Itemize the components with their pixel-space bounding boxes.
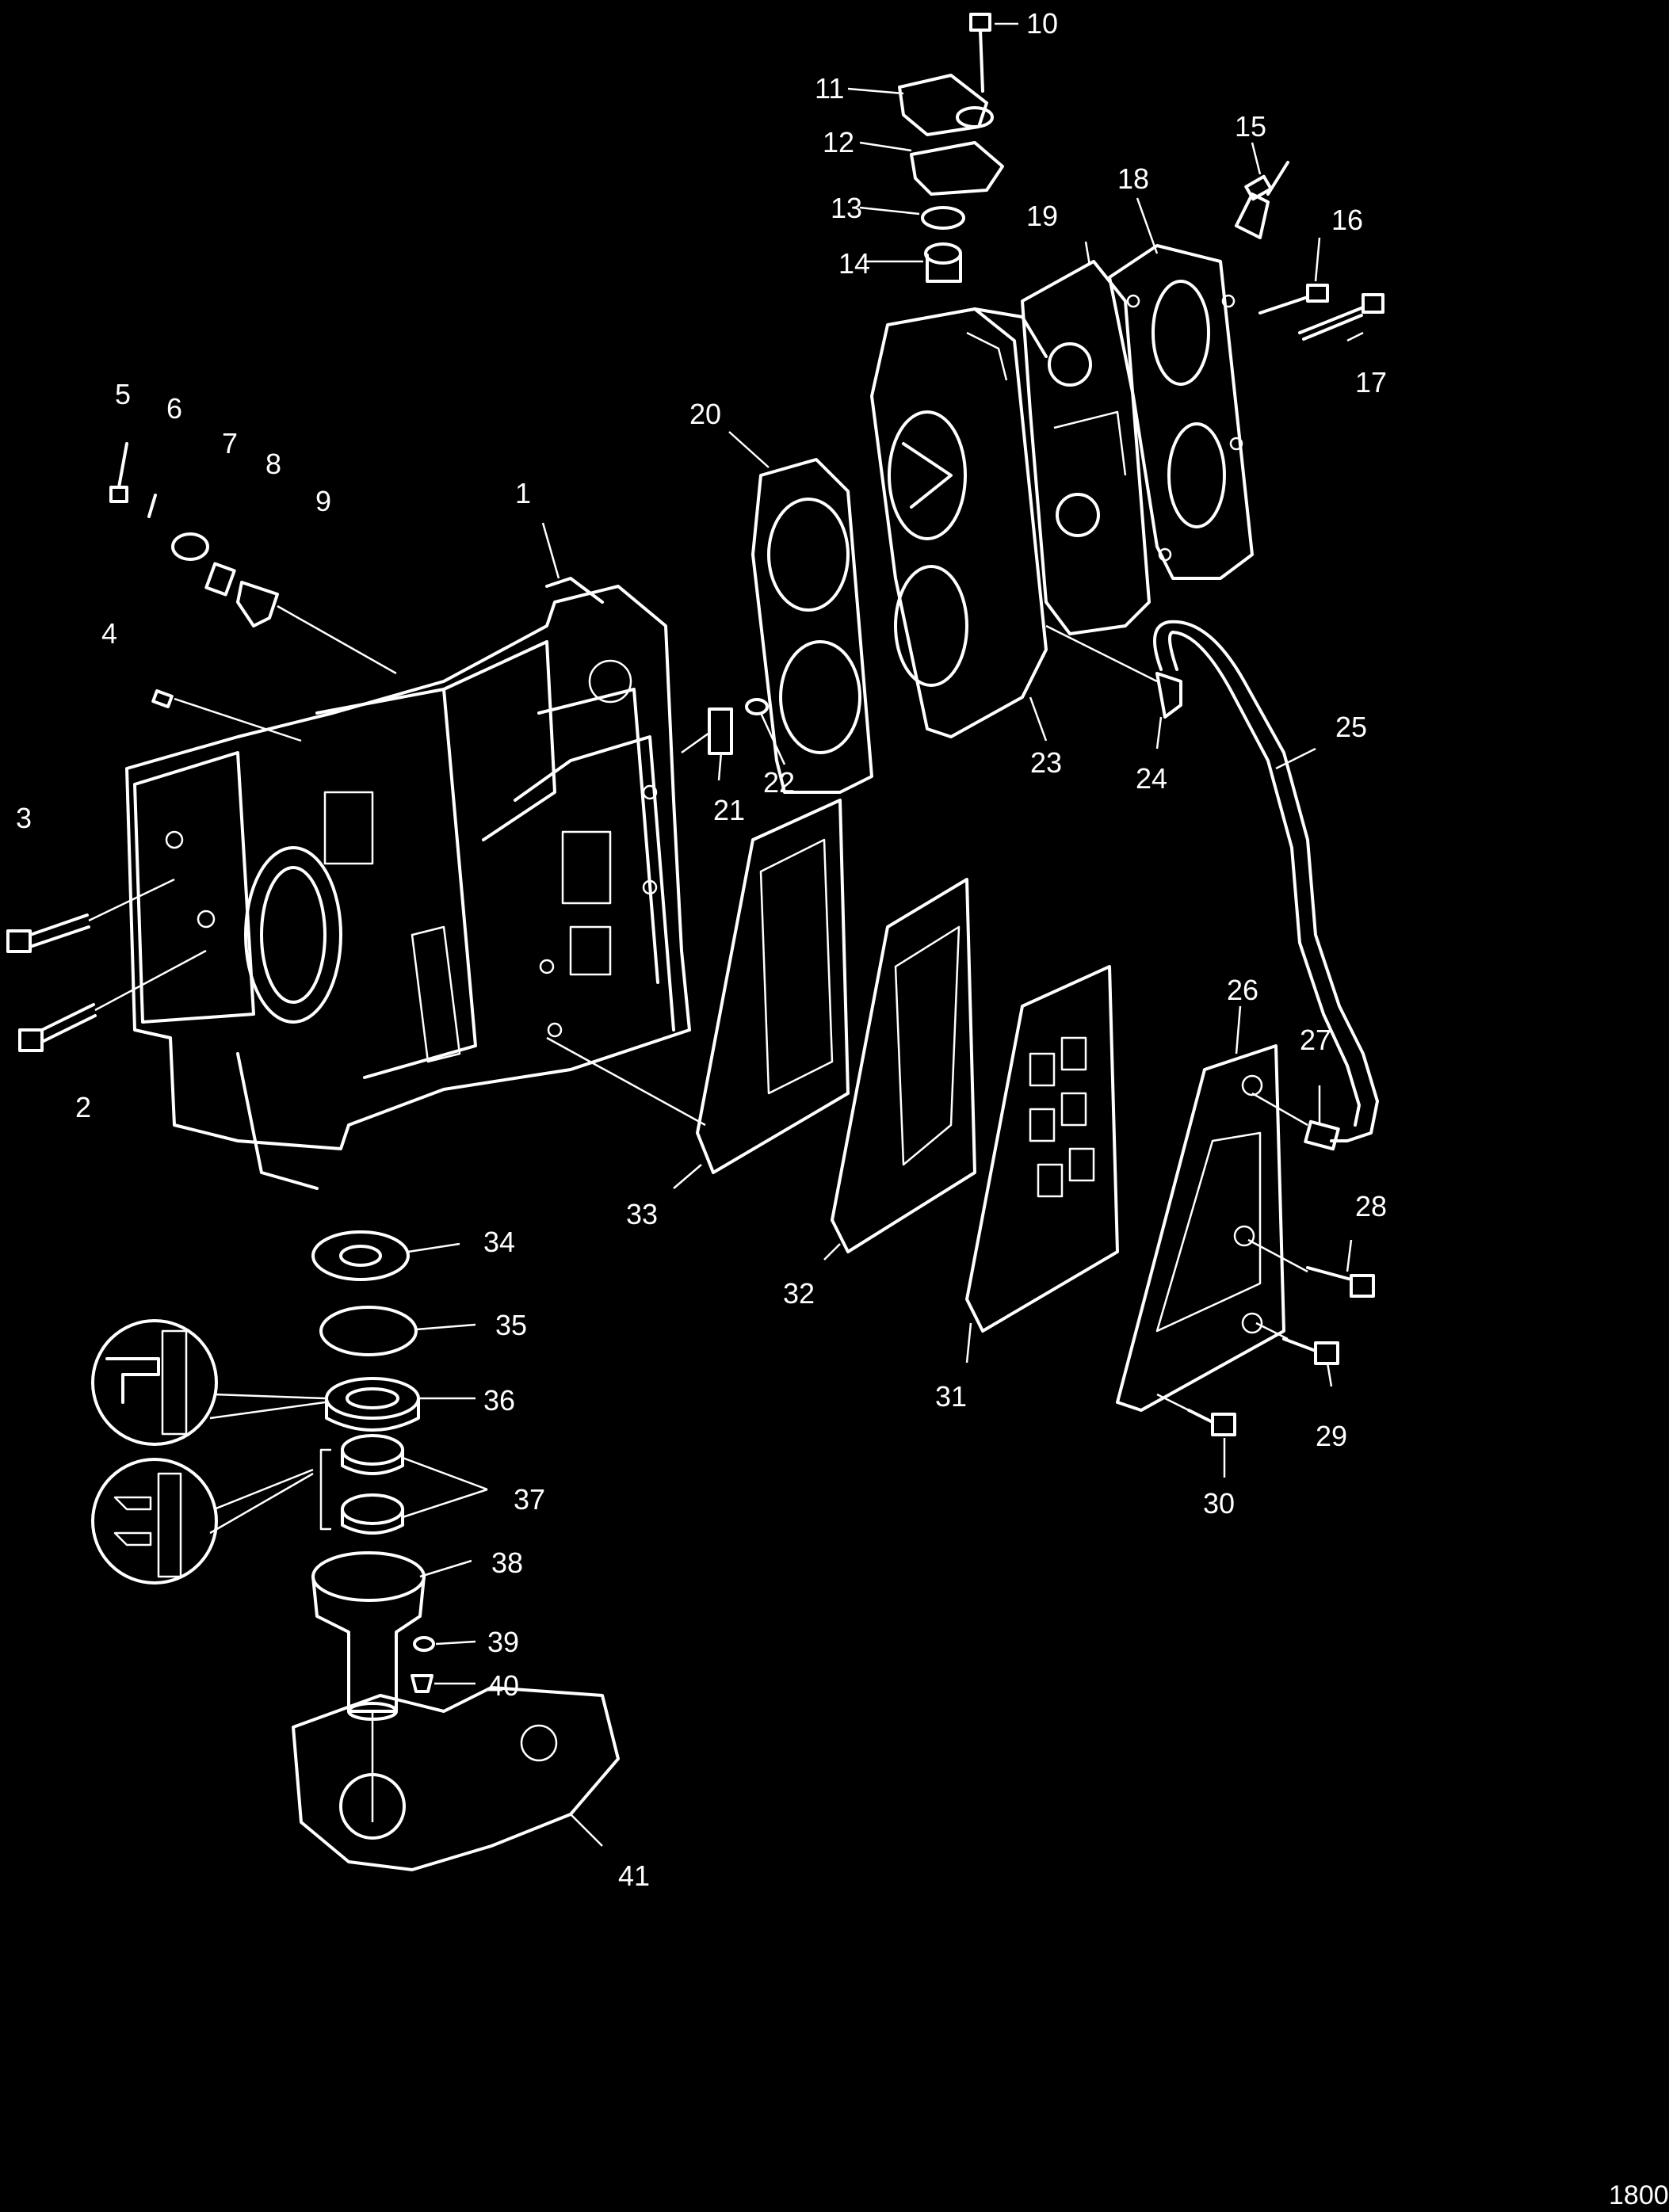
cylinder-block [125, 577, 691, 1190]
label-13: 13 [831, 192, 862, 224]
label-33: 33 [626, 1198, 658, 1230]
label-8: 8 [265, 448, 281, 480]
label-35: 35 [495, 1309, 527, 1341]
bracket-7 [171, 532, 209, 561]
bolt-9 [236, 581, 397, 675]
clip-21 [708, 707, 733, 755]
thermostat-cover-11 [898, 74, 994, 136]
bolt-30 [1156, 1393, 1236, 1436]
label-14: 14 [838, 247, 870, 280]
label-31: 31 [935, 1380, 967, 1413]
head-gasket [751, 458, 873, 794]
label-1: 1 [515, 477, 531, 509]
label-38: 38 [491, 1546, 523, 1579]
bolt-3 [6, 878, 175, 953]
washer-39 [413, 1636, 435, 1652]
label-17: 17 [1355, 366, 1387, 399]
cylinder-head [870, 307, 1048, 738]
label-18: 18 [1117, 162, 1149, 195]
label-19: 19 [1026, 200, 1058, 232]
screw-40 [411, 1674, 433, 1693]
exhaust-gasket [831, 878, 976, 1253]
label-23: 23 [1030, 746, 1062, 779]
seal-housing [311, 1551, 426, 1721]
label-21: 21 [713, 794, 745, 826]
label-32: 32 [783, 1277, 815, 1310]
bolt-2 [18, 949, 207, 1052]
label-20: 20 [689, 398, 721, 430]
cylinder-head-cover [1108, 244, 1254, 580]
block-to-plate-line [546, 1036, 706, 1127]
washer [311, 1230, 410, 1281]
bolt-28 [1247, 1238, 1375, 1298]
bolt-17 [1298, 293, 1384, 341]
label-34: 34 [483, 1226, 515, 1258]
label-37: 37 [514, 1483, 545, 1516]
figure-number: 1800 [1609, 2180, 1669, 2210]
water-hose-25 [1153, 620, 1379, 1142]
label-6: 6 [166, 392, 182, 425]
base-gasket [292, 1686, 620, 1871]
label-10: 10 [1026, 7, 1058, 40]
leader-lines [402, 22, 1364, 1847]
label-4: 4 [101, 617, 117, 650]
label-25: 25 [1335, 711, 1367, 743]
pin-4 [151, 689, 302, 742]
exhaust-cover [1116, 1044, 1285, 1412]
label-40: 40 [487, 1669, 519, 1702]
washer-6 [147, 494, 157, 518]
bolt-29 [1255, 1321, 1339, 1365]
temperature-sensor-15 [1235, 161, 1289, 239]
fitting-27 [1251, 1092, 1340, 1151]
label-15: 15 [1235, 110, 1266, 143]
seal-detail-callout [91, 1319, 326, 1446]
label-28: 28 [1355, 1190, 1387, 1222]
gasket-12 [910, 141, 1004, 196]
bolt-5 [109, 442, 128, 503]
label-24: 24 [1136, 762, 1167, 795]
label-36: 36 [483, 1384, 515, 1417]
label-16: 16 [1331, 204, 1363, 236]
thermostat-gasket-plate [1021, 260, 1151, 635]
label-3: 3 [16, 802, 32, 834]
label-22: 22 [763, 766, 795, 799]
bearing-lower [341, 1493, 404, 1535]
label-9: 9 [315, 485, 331, 517]
exhaust-plate-outer [696, 799, 850, 1174]
clip-to-block-line [681, 731, 710, 754]
exhaust-divider-plate [965, 965, 1119, 1333]
label-30: 30 [1203, 1487, 1235, 1520]
o-ring [319, 1306, 418, 1356]
label-27: 27 [1300, 1024, 1331, 1056]
fitting-24 [1045, 624, 1182, 719]
washer-hole [339, 1245, 382, 1267]
oil-seal [325, 1377, 420, 1432]
label-7: 7 [222, 427, 238, 460]
label-26: 26 [1227, 974, 1258, 1006]
label-5: 5 [115, 378, 131, 410]
block-8 [204, 562, 236, 597]
bearing-detail-callout [91, 1448, 331, 1585]
seal-13 [921, 206, 965, 230]
plug-22 [745, 698, 769, 715]
bolt-10 [969, 13, 991, 93]
label-12: 12 [823, 126, 854, 158]
part-labels: 1 2 3 4 5 6 7 8 9 10 11 12 13 14 15 16 1… [16, 7, 1669, 2210]
bolt-16 [1258, 284, 1329, 315]
thermostat-14 [924, 242, 962, 283]
label-11: 11 [815, 72, 844, 105]
label-39: 39 [487, 1626, 519, 1658]
label-29: 29 [1316, 1420, 1347, 1452]
bearing-upper [341, 1434, 404, 1475]
label-2: 2 [75, 1091, 91, 1123]
label-41: 41 [618, 1859, 650, 1892]
